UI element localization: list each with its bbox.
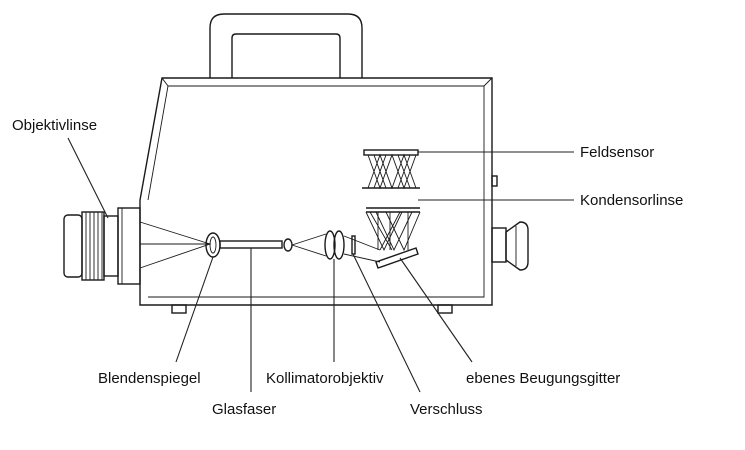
label-kondensorlinse: Kondensorlinse: [580, 192, 683, 209]
label-glasfaser: Glasfaser: [212, 401, 276, 418]
eyepiece-cup: [505, 221, 529, 271]
lens-grip: [81, 211, 105, 281]
leader-blendenspiegel: [175, 256, 214, 363]
side-knob: [491, 175, 498, 187]
lens-mount: [117, 207, 141, 285]
glass-fiber: [219, 240, 283, 249]
condenser-assembly: [365, 207, 421, 252]
field-sensor-assembly: [362, 149, 420, 190]
housing-inner-edge: [147, 85, 485, 298]
label-feldsensor: Feldsensor: [580, 144, 654, 161]
collimator-lens-1: [324, 230, 336, 260]
light-cone: [139, 221, 212, 269]
foot-left: [171, 304, 187, 314]
eyepiece-mount: [491, 227, 507, 263]
objective-lens-assembly: [63, 207, 141, 285]
handle-inner: [231, 33, 341, 78]
handle: [209, 13, 363, 78]
leader-verschluss: [352, 253, 421, 393]
lens-front: [63, 214, 83, 278]
label-verschluss: Verschluss: [410, 401, 483, 418]
leader-ebenes-beugungsgitter: [399, 257, 473, 363]
field-sensor: [363, 149, 419, 156]
fiber-beam: [291, 233, 327, 257]
leader-objektivlinse: [67, 137, 109, 219]
label-kollimatorobjektiv: Kollimatorobjektiv: [266, 370, 384, 387]
lens-ring: [103, 215, 119, 277]
fiber-end: [283, 238, 293, 252]
shutter: [351, 235, 356, 255]
collimator-lens-2: [333, 230, 345, 260]
label-ebenes-beugungsgitter: ebenes Beugungsgitter: [466, 370, 620, 387]
blend-mirror-inner: [209, 236, 217, 254]
label-blendenspiegel: Blendenspiegel: [98, 370, 201, 387]
diffraction-grating: [375, 247, 419, 269]
housing: [139, 77, 493, 306]
eyepiece: [491, 221, 529, 271]
label-objektivlinse: Objektivlinse: [12, 117, 97, 134]
housing-corner-right: [483, 77, 493, 87]
housing-corner: [161, 77, 169, 87]
foot-right: [437, 304, 453, 314]
